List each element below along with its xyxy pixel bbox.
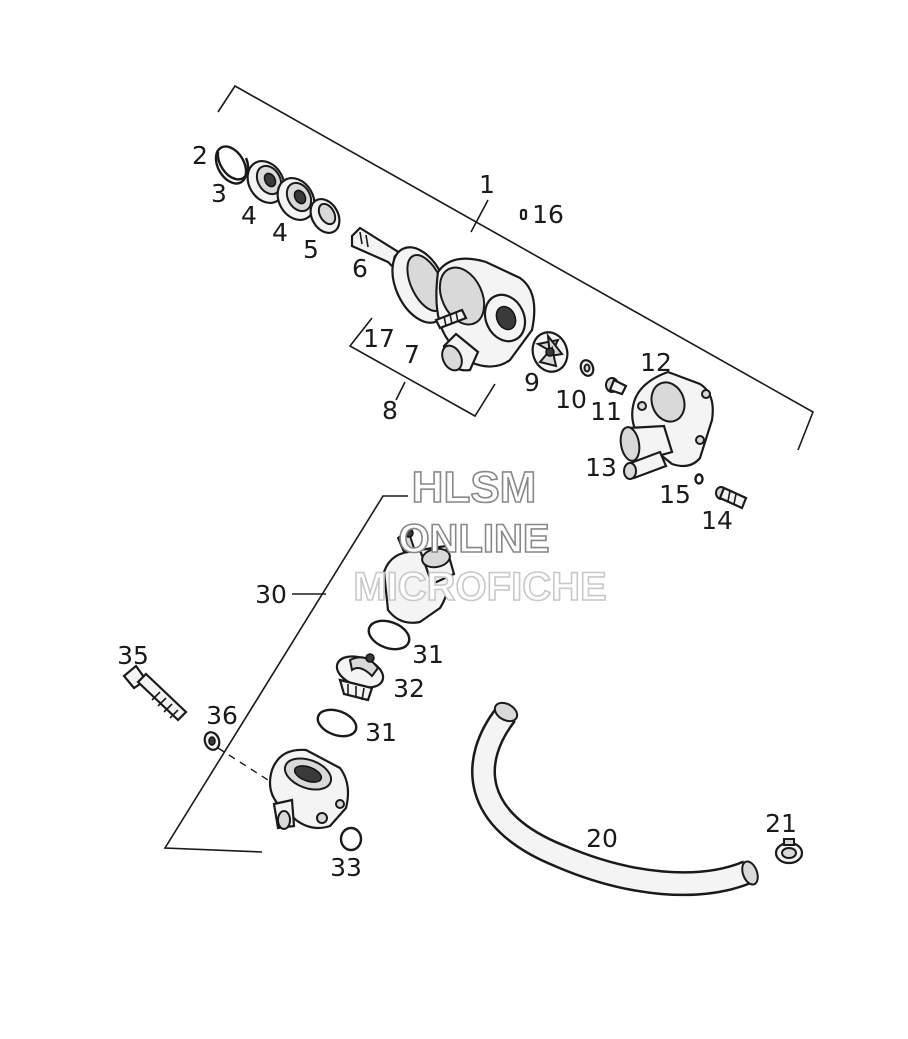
callout-label: 13 — [585, 453, 617, 482]
callout-label: 31 — [365, 718, 397, 747]
callout-label: 9 — [524, 368, 540, 397]
group-1-bracket — [217, 84, 814, 451]
callout-label: 3 — [211, 179, 227, 208]
clamp-part-21[interactable] — [774, 838, 804, 865]
hose-part-20[interactable] — [471, 699, 761, 897]
callout-label: 7 — [404, 340, 420, 369]
circlip-part-2[interactable] — [216, 151, 250, 181]
bolt-alignment-dash — [217, 747, 269, 781]
callout-label: 4 — [272, 218, 288, 247]
ring-part-3[interactable] — [210, 141, 253, 189]
watermark-line-3: MICROFICHE — [353, 565, 606, 609]
watermark: HLSM ONLINE MICROFICHE — [353, 462, 608, 610]
watermark-line-1: HLSM — [412, 463, 537, 512]
callout-label: 17 — [363, 324, 395, 353]
pump-housing-part-7[interactable] — [431, 257, 536, 374]
callout-label: 10 — [555, 385, 587, 414]
washer-part-10[interactable] — [579, 358, 596, 377]
callout-label: 31 — [412, 640, 444, 669]
bolt-part-11[interactable] — [605, 377, 628, 396]
impeller-part-9[interactable] — [527, 327, 573, 376]
callout-label: 21 — [765, 809, 797, 838]
callout-label: 12 — [640, 348, 672, 377]
group-30-bracket — [163, 495, 408, 853]
callout-label: 14 — [701, 506, 733, 535]
thermostat-part-32[interactable] — [333, 651, 388, 702]
callout-label: 35 — [117, 641, 149, 670]
thermostat-housing[interactable] — [268, 748, 350, 830]
callout-label: 2 — [192, 141, 208, 170]
callout-label: 30 — [255, 580, 287, 609]
callout-label: 6 — [352, 254, 368, 283]
bearing-part-4-second[interactable] — [270, 171, 321, 226]
callout-label: 5 — [303, 235, 319, 264]
outlet-pipe-part-13[interactable] — [618, 424, 674, 480]
callout-label: 16 — [532, 200, 564, 229]
callout-label: 15 — [659, 480, 691, 509]
o-ring-part-33[interactable] — [339, 826, 363, 852]
o-ring-part-31-lower[interactable] — [314, 705, 360, 741]
washer-part-36[interactable] — [202, 730, 221, 752]
plug-part-16[interactable] — [519, 208, 528, 221]
callout-labels: 1 2 3 4 4 5 6 7 8 9 10 11 12 13 14 15 16… — [117, 141, 797, 882]
callout-label: 11 — [590, 397, 622, 426]
bearing-part-4-first[interactable] — [240, 154, 291, 209]
o-ring-part-31-upper[interactable] — [365, 616, 413, 655]
callout-label: 4 — [241, 201, 257, 230]
seal-part-5[interactable] — [305, 194, 346, 238]
callout-label: 8 — [382, 396, 398, 425]
callout-label: 33 — [330, 853, 362, 882]
callout-label: 32 — [393, 674, 425, 703]
group-8-bracket — [348, 317, 496, 418]
watermark-line-2: ONLINE — [398, 517, 549, 561]
bolt-part-35[interactable] — [122, 664, 188, 722]
bolt-part-14[interactable] — [715, 486, 748, 510]
callout-label: 36 — [206, 701, 238, 730]
callout-label: 1 — [479, 170, 495, 199]
callout-label: 20 — [586, 824, 618, 853]
thermostat-cover-part-30[interactable] — [382, 528, 456, 624]
o-ring-part-15[interactable] — [694, 473, 704, 485]
